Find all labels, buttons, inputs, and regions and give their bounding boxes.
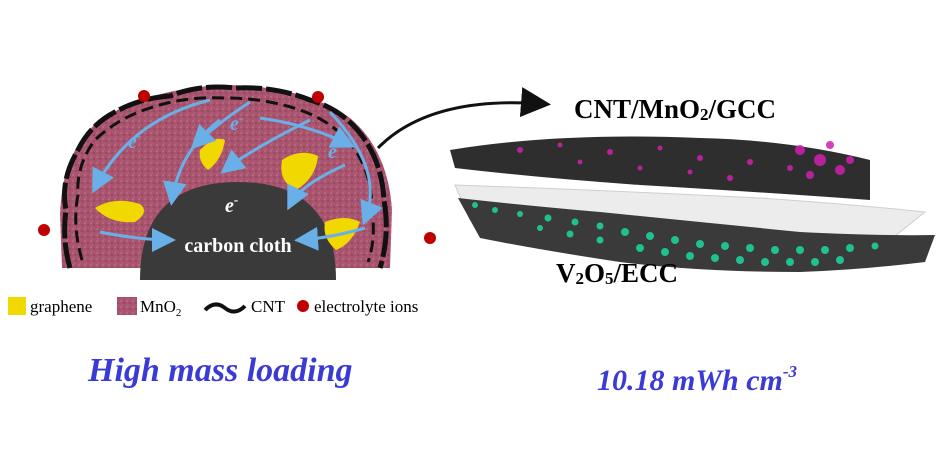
legend-mno2: MnO2	[140, 297, 181, 319]
green-particles	[472, 202, 879, 266]
legend: graphene MnO2 CNT electrolyte ions	[8, 297, 418, 319]
carbon-cloth-core	[140, 182, 336, 280]
top-electrode-label: CNT/MnO2/GCC	[574, 94, 777, 124]
legend-ions: electrolyte ions	[314, 297, 418, 316]
device-stack	[450, 136, 935, 272]
bottom-electrode-label: V2O5/ECC	[556, 258, 679, 288]
graphene-flake	[95, 200, 144, 223]
electrolyte-ions	[38, 90, 436, 244]
mno2-swatch	[117, 297, 137, 315]
connector-arrow	[376, 87, 551, 150]
legend-cnt: CNT	[251, 297, 286, 316]
electrode-schematic: e- e- e- e- carbon cloth	[38, 84, 436, 280]
carbon-cloth-label: carbon cloth	[184, 235, 291, 257]
magenta-particles	[517, 141, 854, 181]
cnt-outline	[62, 84, 389, 269]
legend-graphene: graphene	[30, 297, 92, 316]
graphene-swatch	[8, 297, 26, 315]
caption-right: 10.18 mWh cm-3	[597, 362, 798, 397]
cnt-swatch	[203, 302, 247, 314]
caption-left: High mass loading	[88, 352, 353, 389]
graphene-flake	[281, 152, 318, 190]
top-electrode	[450, 136, 870, 200]
electron-arrows	[92, 98, 383, 252]
ion-swatch	[297, 300, 309, 312]
cnt-outline-2	[74, 96, 375, 263]
bottom-electrode	[458, 198, 935, 272]
